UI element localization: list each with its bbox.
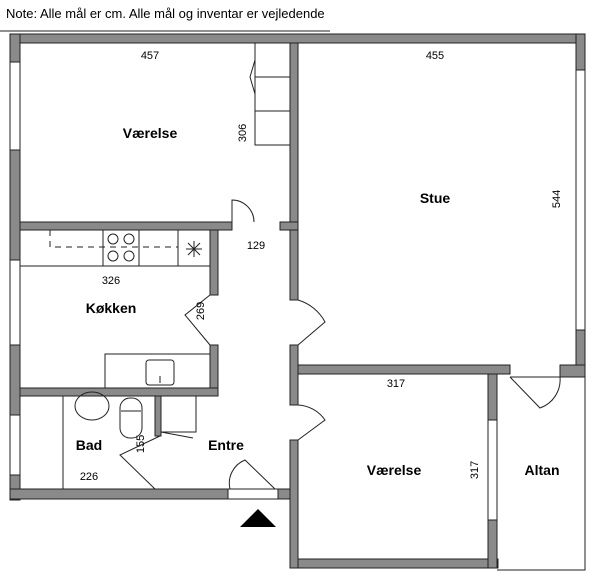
wardrobe	[249, 42, 291, 146]
vaerelse1-label: Værelse	[123, 125, 178, 141]
altan-outline	[497, 376, 586, 571]
entre-label: Entre	[208, 437, 244, 453]
vaerelse1-depth: 306	[237, 124, 249, 142]
bad-depth: 155	[135, 435, 147, 453]
koekken-width: 326	[102, 275, 120, 287]
bad-width: 226	[80, 471, 98, 483]
altan-label: Altan	[525, 462, 560, 478]
vaerelse2-label: Værelse	[367, 462, 422, 478]
plan-note: Note: Alle mål er cm. Alle mål og invent…	[6, 6, 325, 21]
koekken-depth: 269	[195, 302, 207, 320]
stue-width: 455	[426, 50, 444, 62]
entre-width: 129	[247, 240, 265, 252]
vaerelse2-depth: 317	[469, 461, 481, 479]
labels: 457 Værelse 306 455 Stue 544 129 326 Køk…	[76, 50, 563, 483]
bad-label: Bad	[76, 437, 102, 453]
entrance-arrow-icon	[240, 509, 276, 527]
vaerelse1-width: 457	[141, 50, 159, 62]
bathroom-fixtures	[62, 391, 197, 489]
koekken-label: Køkken	[86, 300, 137, 316]
stue-label: Stue	[420, 190, 451, 206]
windows	[9, 61, 586, 521]
vaerelse2-width: 317	[387, 378, 405, 390]
doors	[119, 199, 561, 490]
kitchen-fixtures	[19, 229, 211, 389]
stue-depth: 544	[551, 190, 563, 208]
